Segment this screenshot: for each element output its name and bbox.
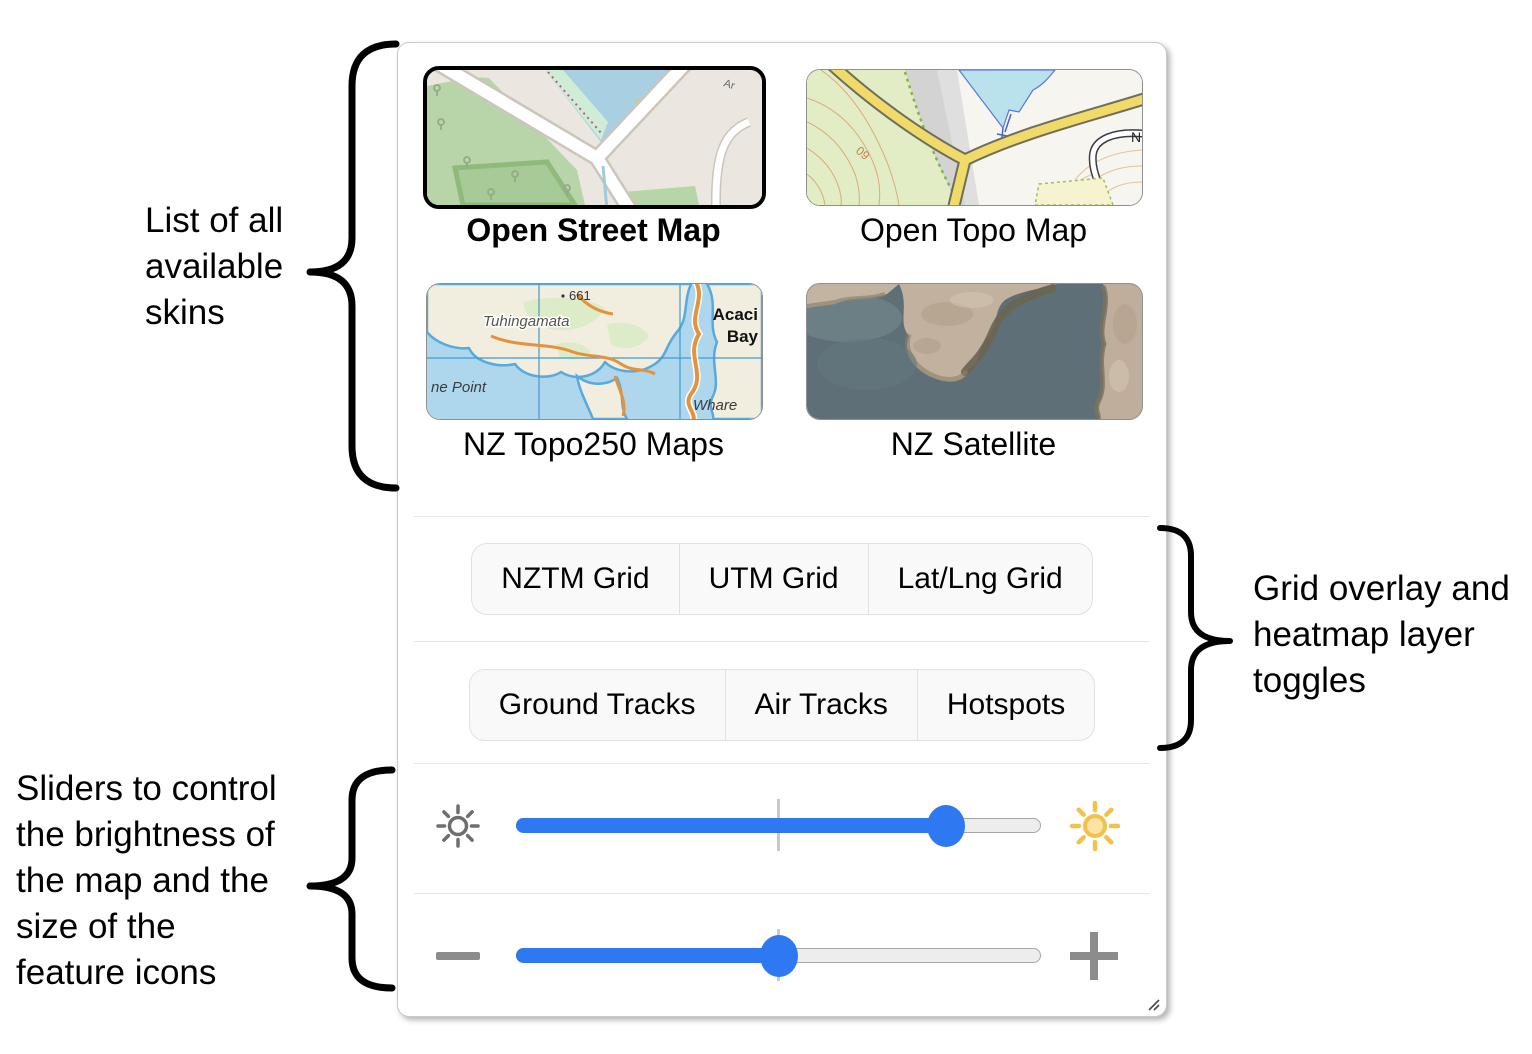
skin-option-open-topo-map[interactable]: 09 N Open Topo Map: [806, 69, 1143, 248]
map-settings-panel: Ar Open Street Map: [397, 42, 1167, 1017]
skin-option-open-street-map[interactable]: Ar Open Street Map: [423, 66, 766, 248]
skin-label: NZ Satellite: [890, 426, 1057, 462]
section-divider: [414, 893, 1150, 894]
size-slider-fill: [516, 948, 779, 963]
annotation-line: feature icons: [16, 953, 217, 992]
map-place-label: Whare: [693, 397, 737, 414]
brace-sliders-icon: [306, 766, 396, 992]
annotation-line: skins: [145, 293, 225, 332]
annotation-line: size of the: [16, 907, 176, 946]
air-tracks-button[interactable]: Air Tracks: [724, 669, 918, 741]
skin-label: NZ Topo250 Maps: [463, 426, 724, 462]
utm-grid-button[interactable]: UTM Grid: [678, 543, 869, 615]
brace-toggles-icon: [1157, 525, 1233, 751]
map-spot-height-label: 661: [569, 288, 591, 303]
annotation-line: Grid overlay and: [1253, 569, 1510, 608]
latlng-grid-button[interactable]: Lat/Lng Grid: [867, 543, 1093, 615]
brightness-slider-thumb[interactable]: [926, 804, 965, 847]
section-divider: [414, 641, 1150, 642]
annotation-line: available: [145, 247, 284, 286]
annotation-line: List of all: [145, 201, 284, 240]
section-divider: [414, 763, 1150, 764]
size-slider[interactable]: [516, 934, 1041, 977]
map-place-label: N: [1131, 129, 1141, 145]
skin-label: Open Topo Map: [859, 212, 1088, 248]
skin-thumbnail-nz-topo250: 661 Tuhingamata Acaci Bay ne Point Whare: [426, 283, 763, 420]
annotation-line: toggles: [1253, 661, 1366, 700]
plus-icon: [1070, 932, 1118, 980]
map-place-label: Tuhingamata: [483, 313, 569, 330]
hotspots-button[interactable]: Hotspots: [916, 669, 1096, 741]
skin-option-nz-topo250[interactable]: 661 Tuhingamata Acaci Bay ne Point Whare…: [426, 283, 763, 462]
layer-toggle-group: Ground Tracks Air Tracks Hotspots: [398, 669, 1166, 741]
brace-skins-icon: [306, 40, 400, 492]
annotation-skins: List of all available skins: [145, 198, 283, 336]
map-street-label: Ar: [722, 77, 736, 92]
brightness-slider[interactable]: [516, 804, 1041, 847]
skin-thumbnail-open-topo-map: 09 N: [806, 69, 1143, 206]
skin-label: Open Street Map: [466, 212, 721, 248]
skin-thumbnail-open-street-map: Ar: [423, 66, 766, 209]
bright-sun-icon: [1069, 800, 1121, 852]
annotation-line: Sliders to control: [16, 769, 277, 808]
ground-tracks-button[interactable]: Ground Tracks: [468, 669, 726, 741]
size-slider-thumb[interactable]: [759, 934, 798, 977]
nztm-grid-button[interactable]: NZTM Grid: [471, 543, 680, 615]
grid-toggle-group: NZTM Grid UTM Grid Lat/Lng Grid: [398, 543, 1166, 615]
annotation-line: the brightness of: [16, 815, 275, 854]
dim-sun-icon: [436, 804, 480, 848]
resize-handle-icon[interactable]: [1146, 997, 1162, 1013]
annotation-line: heatmap layer: [1253, 615, 1475, 654]
brightness-slider-fill: [516, 818, 946, 833]
annotation-sliders: Sliders to control the brightness of the…: [16, 766, 277, 996]
skin-thumbnail-nz-satellite: [806, 283, 1143, 420]
annotation-toggles: Grid overlay and heatmap layer toggles: [1253, 566, 1510, 704]
map-place-label: Bay: [727, 327, 759, 346]
map-place-label: ne Point: [431, 379, 487, 396]
map-place-label: Acaci: [713, 305, 758, 324]
skin-option-nz-satellite[interactable]: NZ Satellite: [806, 283, 1143, 462]
annotation-line: the map and the: [16, 861, 269, 900]
minus-icon: [436, 952, 480, 960]
brightness-slider-row: [398, 791, 1166, 861]
section-divider: [414, 516, 1150, 517]
size-slider-row: [398, 921, 1166, 991]
